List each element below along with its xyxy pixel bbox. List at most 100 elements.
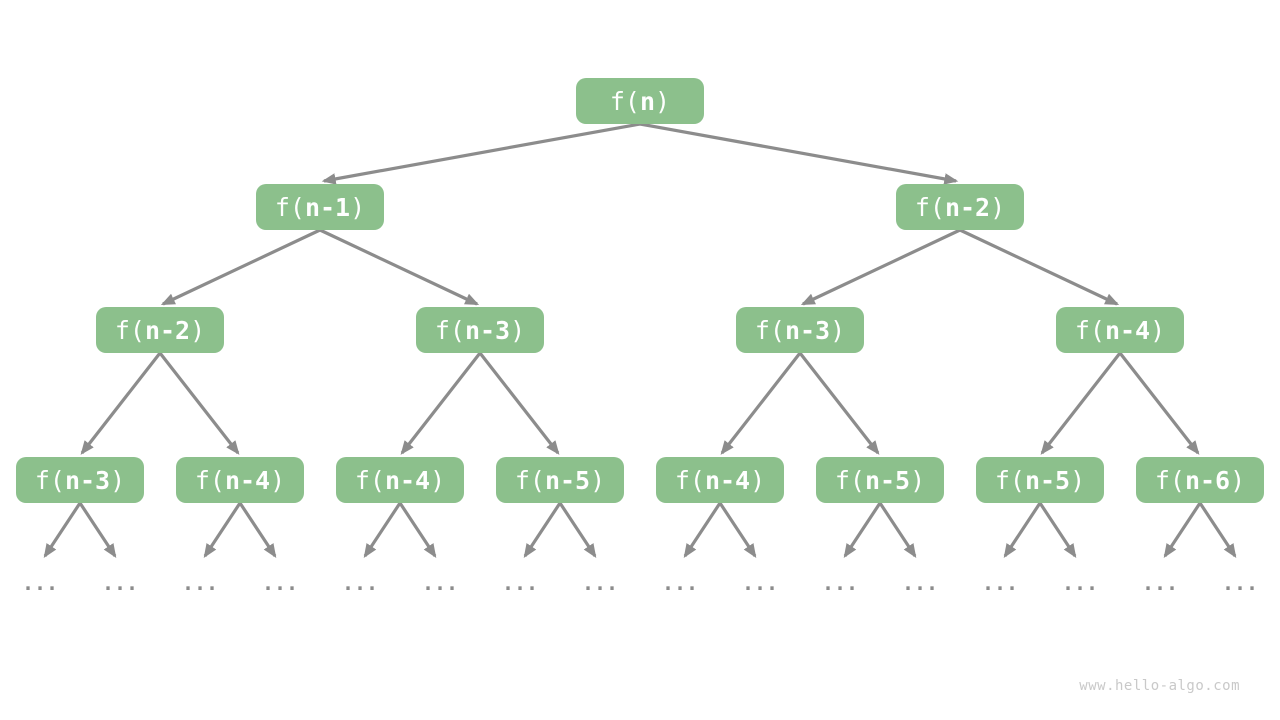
- edge-arrow: [203, 502, 242, 558]
- ellipsis: ...: [661, 571, 699, 595]
- edge-arrow: [683, 502, 722, 558]
- node-label-suffix: ): [990, 192, 1006, 222]
- edge-arrow: [1040, 352, 1122, 455]
- tree-node: f(n-4): [176, 457, 304, 503]
- node-label-suffix: ): [1070, 465, 1086, 495]
- node-label-prefix: f(: [114, 315, 145, 345]
- node-label-prefix: f(: [34, 465, 65, 495]
- node-label-arg: n-3: [464, 315, 511, 345]
- ellipsis: ...: [21, 571, 59, 595]
- node-label-prefix: f(: [514, 465, 545, 495]
- edge-arrow: [1198, 502, 1237, 558]
- node-label-suffix: ): [110, 465, 126, 495]
- node-label-suffix: ): [350, 192, 366, 222]
- node-label-prefix: f(: [194, 465, 225, 495]
- node-label-prefix: f(: [674, 465, 705, 495]
- edge-arrow: [158, 352, 240, 455]
- node-label-suffix: ): [655, 86, 671, 116]
- node-label-suffix: ): [590, 465, 606, 495]
- node-label-suffix: ): [1230, 465, 1246, 495]
- node-label-arg: n: [639, 86, 656, 116]
- edge-arrow: [639, 122, 959, 185]
- node-label-prefix: f(: [609, 86, 640, 116]
- edge-arrow: [843, 502, 882, 558]
- edge-arrow: [800, 228, 961, 306]
- node-label-prefix: f(: [754, 315, 785, 345]
- node-label-prefix: f(: [994, 465, 1025, 495]
- node-label-suffix: ): [910, 465, 926, 495]
- edge-arrow: [80, 352, 162, 455]
- node-label-suffix: ): [1150, 315, 1166, 345]
- tree-node: f(n-1): [256, 184, 384, 230]
- edge-arrow: [798, 352, 880, 455]
- tree-node: f(n-4): [656, 457, 784, 503]
- edge-arrow: [43, 502, 82, 558]
- edge-arrow: [363, 502, 402, 558]
- node-label-suffix: ): [510, 315, 526, 345]
- node-label-arg: n-1: [304, 192, 351, 222]
- edge-arrow: [523, 502, 562, 558]
- node-label-prefix: f(: [1154, 465, 1185, 495]
- edge-arrow: [720, 352, 802, 455]
- tree-node: f(n-5): [816, 457, 944, 503]
- ellipsis: ...: [981, 571, 1019, 595]
- node-label-arg: n-3: [784, 315, 831, 345]
- tree-node: f(n-3): [16, 457, 144, 503]
- ellipsis: ...: [1141, 571, 1179, 595]
- edge-arrow: [238, 502, 277, 558]
- node-label-arg: n-4: [384, 465, 431, 495]
- tree-node: f(n-5): [496, 457, 624, 503]
- edge-arrow: [321, 122, 641, 185]
- edge-arrow: [319, 228, 480, 306]
- tree-node: f(n-5): [976, 457, 1104, 503]
- tree-node: f(n-3): [416, 307, 544, 353]
- edge-arrow: [1003, 502, 1042, 558]
- node-label-prefix: f(: [834, 465, 865, 495]
- node-label-suffix: ): [830, 315, 846, 345]
- ellipsis: ...: [101, 571, 139, 595]
- ellipsis: ...: [741, 571, 779, 595]
- node-label-arg: n-3: [64, 465, 111, 495]
- node-label-suffix: ): [750, 465, 766, 495]
- node-label-suffix: ): [430, 465, 446, 495]
- ellipsis: ...: [581, 571, 619, 595]
- ellipsis: ...: [901, 571, 939, 595]
- node-label-arg: n-2: [144, 315, 191, 345]
- ellipsis: ...: [821, 571, 859, 595]
- edge-arrow: [878, 502, 917, 558]
- edge-arrow: [1038, 502, 1077, 558]
- tree-node: f(n-3): [736, 307, 864, 353]
- ellipsis: ...: [181, 571, 219, 595]
- node-label-arg: n-4: [704, 465, 751, 495]
- edge-arrow: [78, 502, 117, 558]
- node-label-suffix: ): [270, 465, 286, 495]
- node-label-prefix: f(: [434, 315, 465, 345]
- ellipsis: ...: [1061, 571, 1099, 595]
- edge-arrow: [558, 502, 597, 558]
- edge-arrow: [718, 502, 757, 558]
- edge-arrow: [398, 502, 437, 558]
- node-label-arg: n-5: [1024, 465, 1071, 495]
- node-label-suffix: ): [190, 315, 206, 345]
- node-label-prefix: f(: [354, 465, 385, 495]
- node-label-prefix: f(: [914, 192, 945, 222]
- ellipsis: ...: [1221, 571, 1259, 595]
- edge-arrow: [400, 352, 482, 455]
- edge-arrow: [160, 228, 321, 306]
- tree-node: f(n-6): [1136, 457, 1264, 503]
- ellipsis: ...: [501, 571, 539, 595]
- ellipsis: ...: [261, 571, 299, 595]
- tree-node: f(n-4): [1056, 307, 1184, 353]
- ellipsis: ...: [421, 571, 459, 595]
- tree-node: f(n-2): [96, 307, 224, 353]
- ellipsis: ...: [341, 571, 379, 595]
- edge-arrow: [1163, 502, 1202, 558]
- node-label-arg: n-4: [224, 465, 271, 495]
- node-label-arg: n-5: [864, 465, 911, 495]
- node-label-arg: n-4: [1104, 315, 1151, 345]
- node-label-arg: n-6: [1184, 465, 1231, 495]
- tree-node-root: f(n): [576, 78, 704, 124]
- watermark: www.hello-algo.com: [1079, 678, 1240, 694]
